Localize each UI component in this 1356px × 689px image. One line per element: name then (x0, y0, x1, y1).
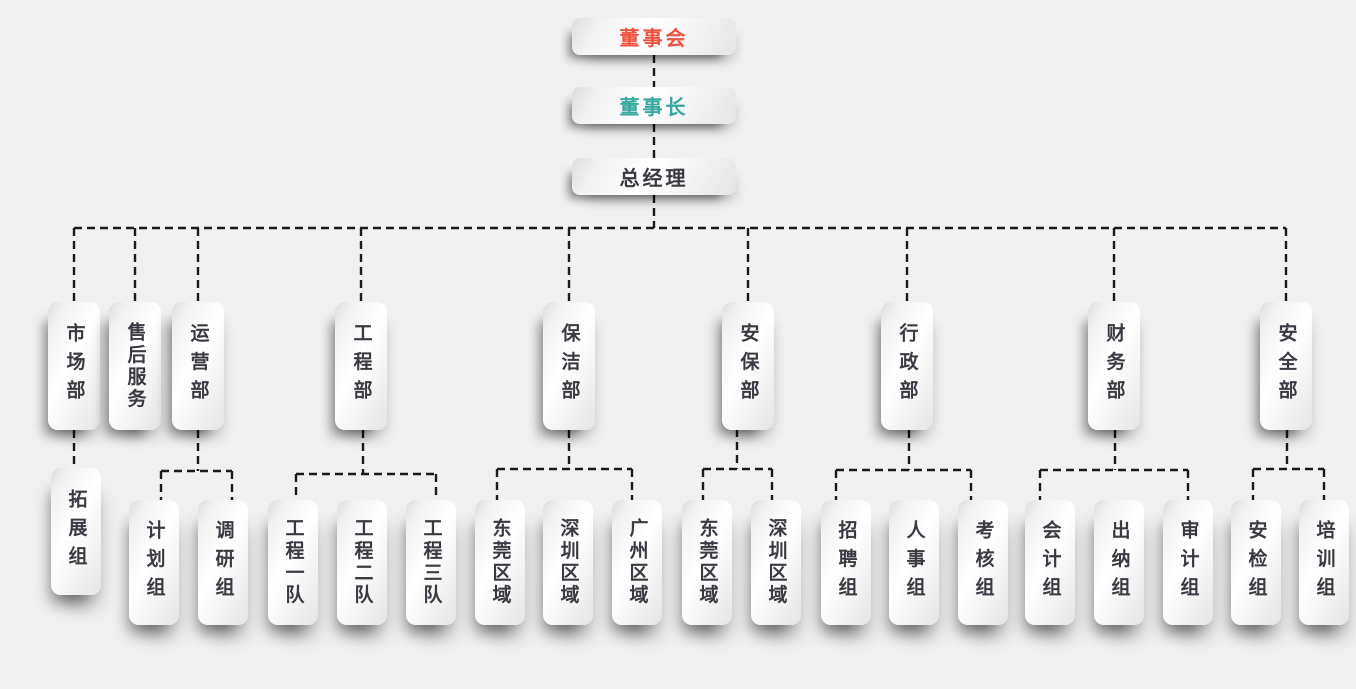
team-label: 招聘组 (835, 519, 857, 606)
dept-node-engineering: 工程部 (335, 302, 387, 430)
team-node-dongguan-area-cleaning: 东莞区域 (475, 500, 525, 625)
dept-label: 安保部 (737, 323, 759, 409)
team-label: 深圳区域 (557, 518, 579, 607)
dept-label: 售后服务 (124, 321, 146, 411)
node-board: 董事会 (572, 18, 736, 55)
team-node-shenzhen-area-security: 深圳区域 (751, 500, 801, 625)
team-node-hr: 人事组 (889, 500, 939, 625)
team-node-recruitment: 招聘组 (821, 500, 871, 625)
team-label: 审计组 (1177, 519, 1199, 606)
dept-label: 工程部 (350, 323, 372, 409)
team-node-cashier: 出纳组 (1094, 500, 1144, 625)
team-label: 培训组 (1313, 519, 1335, 606)
team-node-research: 调研组 (198, 500, 248, 625)
team-label: 出纳组 (1108, 519, 1130, 606)
team-label: 考核组 (972, 519, 994, 606)
connector-administration-children (834, 430, 973, 500)
team-node-audit: 审计组 (1163, 500, 1213, 625)
dept-node-security-guard: 安保部 (722, 302, 774, 430)
dept-node-safety: 安全部 (1260, 302, 1312, 430)
team-label: 安检组 (1245, 519, 1267, 606)
team-node-expansion: 拓展组 (51, 468, 101, 595)
team-label: 深圳区域 (765, 518, 787, 607)
team-label: 广州区域 (626, 518, 648, 607)
dept-node-finance: 财务部 (1088, 302, 1140, 430)
team-label: 东莞区域 (696, 518, 718, 607)
dept-node-administration: 行政部 (881, 302, 933, 430)
team-label: 计划组 (143, 519, 165, 606)
node-board-label: 董事会 (619, 28, 689, 50)
team-node-dongguan-area-security: 东莞区域 (682, 500, 732, 625)
dept-node-after-sales-service: 售后服务 (109, 302, 161, 430)
team-node-shenzhen-area-cleaning: 深圳区域 (543, 500, 593, 625)
team-label: 拓展组 (65, 488, 87, 575)
dept-node-cleaning: 保洁部 (543, 302, 595, 430)
team-node-accounting: 会计组 (1025, 500, 1075, 625)
node-chairman-label: 董事长 (619, 97, 689, 119)
dept-label: 运营部 (187, 323, 209, 409)
team-label: 人事组 (903, 519, 925, 606)
dept-label: 安全部 (1275, 323, 1297, 409)
team-node-engineering-3: 工程三队 (406, 500, 456, 625)
connector-operations-children (159, 430, 234, 500)
node-general-manager: 总经理 (572, 158, 736, 195)
connector-finance-children (1038, 430, 1190, 500)
connector-safety-children (1251, 430, 1326, 500)
dept-node-marketing: 市场部 (48, 302, 100, 430)
dept-label: 市场部 (63, 323, 85, 409)
team-label: 工程一队 (282, 518, 304, 607)
team-node-assessment: 考核组 (958, 500, 1008, 625)
team-label: 调研组 (212, 519, 234, 606)
node-general-manager-label: 总经理 (619, 168, 689, 190)
team-node-training: 培训组 (1299, 500, 1349, 625)
team-node-guangzhou-area-cleaning: 广州区域 (612, 500, 662, 625)
dept-label: 行政部 (896, 323, 918, 409)
connector-engineering-children (294, 430, 438, 500)
team-label: 工程二队 (351, 518, 373, 607)
dept-node-operations: 运营部 (172, 302, 224, 430)
team-node-engineering-2: 工程二队 (337, 500, 387, 625)
team-node-safety-inspection: 安检组 (1231, 500, 1281, 625)
team-label: 东莞区域 (489, 518, 511, 607)
dept-label: 保洁部 (558, 323, 580, 409)
team-node-engineering-1: 工程一队 (268, 500, 318, 625)
team-node-planning: 计划组 (129, 500, 179, 625)
connector-cleaning-children (495, 430, 634, 500)
dept-label: 财务部 (1103, 323, 1125, 409)
team-label: 工程三队 (420, 518, 442, 607)
connector-security-children (701, 429, 774, 500)
node-chairman: 董事长 (572, 87, 736, 124)
team-label: 会计组 (1039, 519, 1061, 606)
